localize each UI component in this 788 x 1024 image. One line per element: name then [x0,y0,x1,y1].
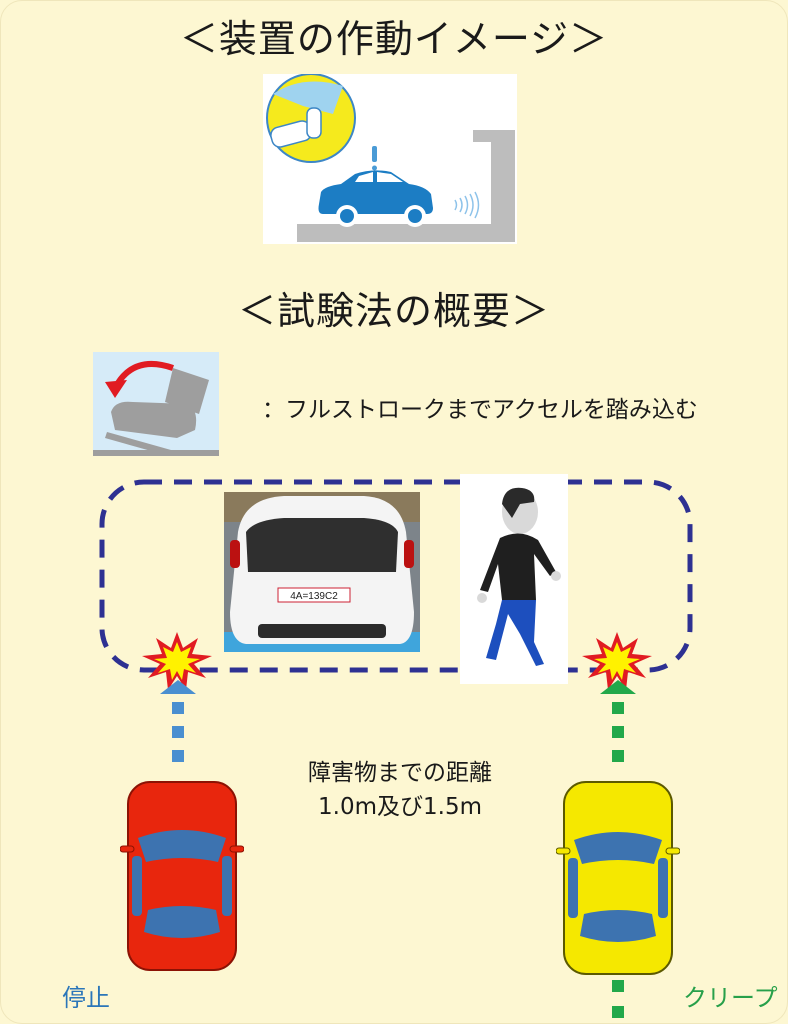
sensor-wave-icon [454,191,480,219]
collision-burst-right-icon [582,632,652,690]
yellow-car-creep-icon [556,781,680,975]
distance-line-1: 障害物までの距離 [308,760,492,786]
warning-exclamation-icon [372,146,377,171]
stop-path-arrow [160,680,196,762]
red-arrow-icon [105,380,127,398]
vehicle-target-image: 4A=139C2 [224,492,420,652]
creep-path-tail [612,980,624,1018]
red-car-stop-icon [120,781,244,971]
distance-line-2: 1.0m及び1.5m [318,794,482,820]
creep-path-arrow [600,680,636,762]
device-operation-title: ＜装置の作動イメージ＞ [179,17,609,61]
distance-annotation: 障害物までの距離 1.0m及び1.5m [262,756,538,824]
stop-label: 停止 [62,984,110,1012]
license-plate: 4A=139C2 [290,591,338,602]
test-overview-title: ＜試験法の概要＞ [237,289,550,333]
obstacle-dashed-box [99,479,693,673]
collision-burst-left-icon [142,632,212,690]
creep-label: クリープ [683,984,778,1012]
wall-icon [297,130,515,242]
car-icon [318,170,433,227]
pedal-instruction: ：フルストロークまでアクセルを踏み込む [262,397,698,423]
device-operation-illustration [263,74,517,244]
pedal-closeup-icon [266,74,356,163]
accelerator-pedal-icon [93,352,219,456]
pedestrian-target-image [460,474,568,684]
